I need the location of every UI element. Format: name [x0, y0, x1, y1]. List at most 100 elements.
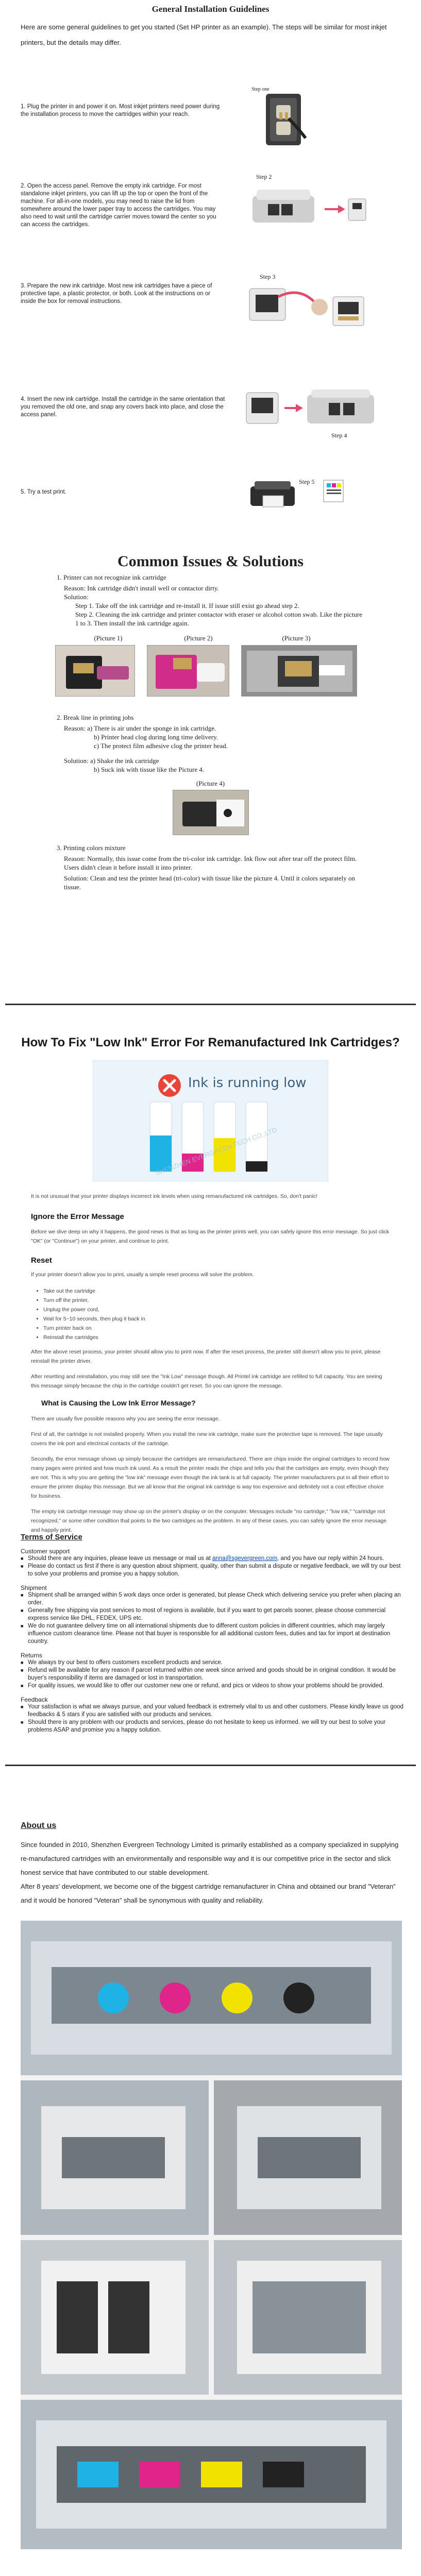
common-issues-section: Common Issues & Solutions 1. Printer can…	[0, 554, 421, 1002]
step-4-text: 4. Insert the new ink cartridge. Install…	[21, 396, 225, 418]
issue-1-reason: Reason: Ink cartridge didn't install wel…	[64, 584, 219, 592]
support-heading: Customer support	[21, 1548, 70, 1555]
about-title: About us	[21, 1821, 57, 1830]
shipment-item: Shipment shall be arranged within 5 work…	[21, 1591, 405, 1607]
section-divider	[5, 1765, 416, 1766]
issue-2-reason-c: c) The protect film adhesive clog the pr…	[94, 742, 228, 750]
picture-4-caption: (Picture 4)	[196, 779, 225, 787]
cartridge-tape-removal-illustration	[249, 288, 364, 326]
issue-3-title: 3. Printing colors mixture	[57, 844, 126, 852]
terms-title: Terms of Service	[21, 1533, 82, 1541]
reset-steps-list: Take out the cartridge Turn off the prin…	[31, 1286, 390, 1342]
factory-photo-collage	[21, 1921, 402, 2549]
reset-step: Turn printer back on	[43, 1324, 390, 1333]
reset-step: Wait for 5~10 seconds, then plug it back…	[43, 1314, 390, 1324]
step-1-label: Step one	[251, 87, 270, 92]
shipment-item: Generally free shipping via post service…	[21, 1607, 405, 1622]
issue-3-body: Reason: Normally, this issue come from t…	[57, 854, 361, 891]
feedback-item: Should there is any problem with our pro…	[21, 1719, 405, 1734]
step-1: 1. Plug the printer in and power it on. …	[0, 87, 421, 154]
support-item: Should there are any inquiries, please l…	[21, 1555, 405, 1563]
cause-paragraph-2: Secondly, the error message shows up sim…	[31, 1456, 390, 1499]
issue-2-body: Reason: a) There is air under the sponge…	[57, 724, 421, 774]
shipment-heading: Shipment	[21, 1584, 47, 1591]
support-item: Please do contact us first if there is a…	[21, 1563, 405, 1578]
issue-1-step-1: Step 1. Take off the ink cartridge and r…	[75, 602, 299, 609]
issue-3-reason: Reason: Normally, this issue come from t…	[64, 855, 357, 871]
feedback-heading: Feedback	[21, 1696, 48, 1703]
reset-title: Reset	[31, 1256, 52, 1265]
reset-step: Turn off the printer,	[43, 1296, 390, 1305]
cartridge-insert-illustration	[246, 389, 374, 424]
low-ink-banner-graphic: SHENZHEN EVERGREEN TECH CO.,LTD	[149, 1074, 278, 1177]
low-ink-intro: It is not unusual that your printer disp…	[31, 1193, 317, 1199]
cause-title: What is Causing the Low Ink Error Messag…	[41, 1399, 196, 1407]
feedback-item: Your satisfaction is what we always purs…	[21, 1703, 405, 1719]
cause-intro: There are usually five possible reasons …	[31, 1416, 220, 1422]
returns-item: We always try our best to offers custome…	[21, 1659, 405, 1667]
low-ink-section: How To Fix "Low Ink" Error For Remanufac…	[0, 1036, 421, 1533]
terms-section: Terms of Service Customer support Should…	[21, 1533, 405, 1759]
low-ink-banner: SHENZHEN EVERGREEN TECH CO.,LTD Ink is r…	[93, 1060, 328, 1181]
step-2: 2. Open the access panel. Remove the emp…	[0, 155, 421, 242]
reset-step: Unplug the power cord,	[43, 1305, 390, 1314]
support-email-link[interactable]: anna@sgevergreen.com	[212, 1555, 278, 1562]
picture-2-cartridge-cleaning-photo	[147, 645, 229, 697]
step-2-label: Step 2	[256, 173, 272, 180]
issue-2-reason-a: Reason: a) There is air under the sponge…	[64, 724, 216, 732]
issue-1-body: Reason: Ink cartridge didn't install wel…	[57, 584, 421, 628]
issue-2-reason-b: b) Printer head clog during long time de…	[94, 733, 218, 741]
shipment-item: We do not guarantee delivery time on all…	[21, 1622, 405, 1646]
printer-open-illustration	[252, 190, 366, 223]
low-ink-title: How To Fix "Low Ink" Error For Remanufac…	[21, 1036, 400, 1049]
cause-paragraph-3: The empty ink cartridge message may show…	[31, 1509, 387, 1533]
step-5-label: Step 5	[299, 478, 315, 485]
issue-2-solution-a: Solution: a) Shake the ink cartridge	[64, 757, 159, 765]
issue-2-solution-b: b) Suck ink with tissue like the Picture…	[94, 766, 205, 773]
section-divider	[5, 1004, 416, 1005]
support-text-a: Should there are any inquiries, please l…	[28, 1555, 212, 1562]
installation-section: General Installation Guidelines Here are…	[0, 0, 421, 551]
picture-4-tissue-photo	[172, 790, 249, 835]
installation-title: General Installation Guidelines	[151, 4, 270, 14]
about-paragraph-1: Since founded in 2010, Shenzhen Evergree…	[21, 1841, 399, 1876]
reset-after-text: After the above reset process, your prin…	[31, 1349, 381, 1364]
reset-note-text: After resetting and reinstallation, you …	[31, 1374, 382, 1389]
returns-heading: Returns	[21, 1652, 43, 1659]
installation-intro: Here are some general guidelines to get …	[21, 23, 387, 46]
issue-1-step-2: Step 2. Cleaning the ink cartridge and p…	[75, 611, 363, 627]
step-1-text: 1. Plug the printer in and power it on. …	[21, 104, 220, 117]
reset-step: Take out the cartridge	[43, 1286, 390, 1296]
power-plug-illustration	[266, 94, 307, 145]
step-2-text: 2. Open the access panel. Remove the emp…	[21, 183, 216, 228]
printer-test-print-illustration	[250, 481, 295, 507]
ignore-error-title: Ignore the Error Message	[31, 1212, 124, 1221]
issue-1-solution-label: Solution:	[64, 593, 89, 601]
about-paragraph-2: After 8 years' development, we become on…	[21, 1883, 396, 1904]
ignore-error-text: Before we dive deep on why it happens, t…	[31, 1229, 390, 1244]
issue-1-pictures: (Picture 1) (Picture 2) (Picture 3)	[0, 634, 421, 706]
step-4: 4. Insert the new ink cartridge. Install…	[0, 371, 421, 448]
step-3-text: 3. Prepare the new ink cartridge. Most n…	[21, 283, 212, 304]
common-issues-title: Common Issues & Solutions	[117, 553, 304, 570]
reset-step: Reinstall the cartridges	[43, 1333, 390, 1342]
test-print-paper-illustration	[323, 480, 344, 502]
returns-item: Refund will be available for any reason …	[21, 1667, 405, 1682]
picture-1-caption: (Picture 1)	[94, 634, 123, 642]
issue-3-solution: Solution: Clean and test the printer hea…	[64, 874, 355, 891]
picture-1-cartridge-eraser-photo	[55, 645, 135, 697]
step-3-label: Step 3	[260, 273, 276, 280]
step-5-text: 5. Try a test print.	[21, 489, 66, 495]
about-section: About us Since founded in 2010, Shenzhen…	[21, 1821, 405, 2573]
low-ink-banner-text: Ink is running low	[188, 1075, 307, 1091]
returns-item: For quality issues, we would like to off…	[21, 1682, 405, 1690]
picture-3-caption: (Picture 3)	[282, 634, 311, 642]
picture-2-caption: (Picture 2)	[184, 634, 213, 642]
issue-2-title: 2. Break line in printing jobs	[57, 714, 134, 721]
step-5: 5. Try a test print. Step 5	[0, 473, 421, 514]
picture-3-printer-contacts-photo	[241, 645, 357, 697]
cause-paragraph-1: First of all, the cartridge is not insta…	[31, 1431, 383, 1447]
reset-intro: If your printer doesn't allow you to pri…	[31, 1272, 254, 1278]
issue-1-title: 1. Printer can not recognize ink cartrid…	[57, 573, 166, 581]
